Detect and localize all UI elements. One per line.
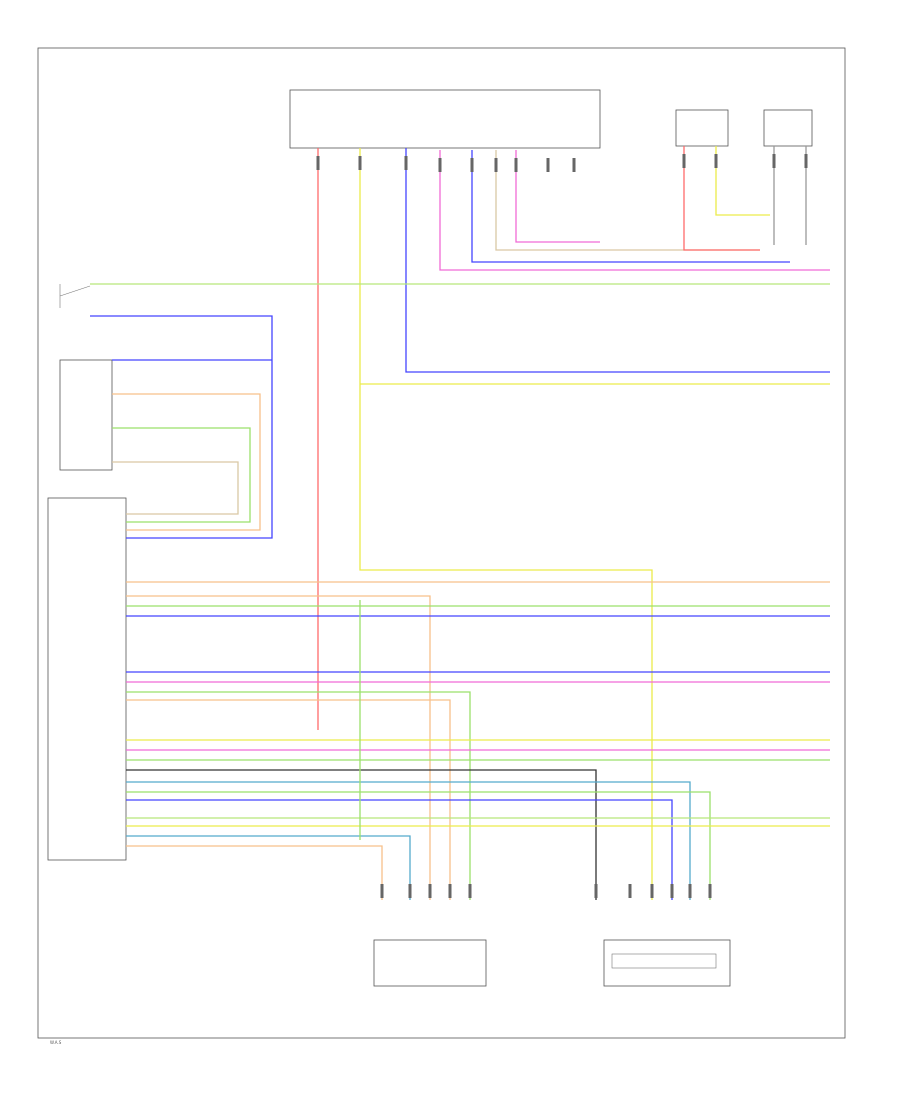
connector-pin-16 [448, 884, 452, 898]
connector-pin-18 [594, 884, 598, 898]
wire-yellow-8 [715, 146, 770, 216]
footer-code: W.A.S [50, 1040, 62, 1045]
wire-blue-32 [126, 799, 673, 900]
connector-pin-9 [682, 154, 686, 168]
wire-pink-6 [515, 150, 600, 243]
wire-green-15 [112, 427, 251, 523]
connector-pin-11 [772, 154, 776, 168]
wire-red-7 [683, 146, 760, 251]
switch-arm [59, 285, 91, 297]
module-left-small [59, 359, 113, 471]
connector-pin-3 [438, 158, 442, 172]
wire-tan-16 [112, 461, 239, 515]
module-left-main [47, 497, 127, 861]
wire-green-24 [126, 691, 471, 900]
connector-pin-8 [572, 158, 576, 172]
wire-group [90, 146, 830, 900]
wire-yellow-1 [359, 148, 653, 900]
connector-pin-1 [358, 156, 362, 170]
module-top-center [289, 89, 601, 149]
connector-pin-10 [714, 154, 718, 168]
connector-pin-23 [708, 884, 712, 898]
wire-teal-30 [126, 781, 691, 900]
wire-blue-12 [90, 315, 273, 539]
module-bottom-right [603, 939, 731, 987]
connector-pin-0 [316, 156, 320, 170]
wire-darkgray-29 [126, 769, 597, 900]
wire-blue-2 [405, 148, 830, 373]
connector-pin-6 [514, 158, 518, 172]
connector-pin-14 [408, 884, 412, 898]
wire-orange-25 [126, 699, 451, 900]
connector-pin-2 [404, 156, 408, 170]
connector-pin-15 [428, 884, 432, 898]
wire-orange-19 [126, 595, 431, 900]
module-bottom-center [373, 939, 487, 987]
wire-pink-3 [439, 150, 830, 271]
connector-pin-5 [494, 158, 498, 172]
connector-pin-17 [468, 884, 472, 898]
wire-tan-5 [495, 150, 760, 251]
wire-blue-4 [471, 150, 790, 263]
wire-green-31 [126, 791, 711, 900]
diagram-frame [37, 47, 846, 1039]
wire-teal-35 [126, 835, 411, 900]
module-bottom-right-inner [611, 953, 717, 969]
connector-pin-22 [688, 884, 692, 898]
connector-pin-7 [546, 158, 550, 172]
wire-orange-14 [112, 393, 261, 531]
wire-orange-36 [126, 845, 383, 900]
connector-pin-20 [650, 884, 654, 898]
module-top-right-b [763, 109, 813, 147]
connector-pin-4 [470, 158, 474, 172]
connector-pin-13 [380, 884, 384, 898]
module-top-right-a [675, 109, 729, 147]
connector-pin-12 [804, 154, 808, 168]
connector-pin-21 [670, 884, 674, 898]
connector-pin-19 [628, 884, 632, 898]
